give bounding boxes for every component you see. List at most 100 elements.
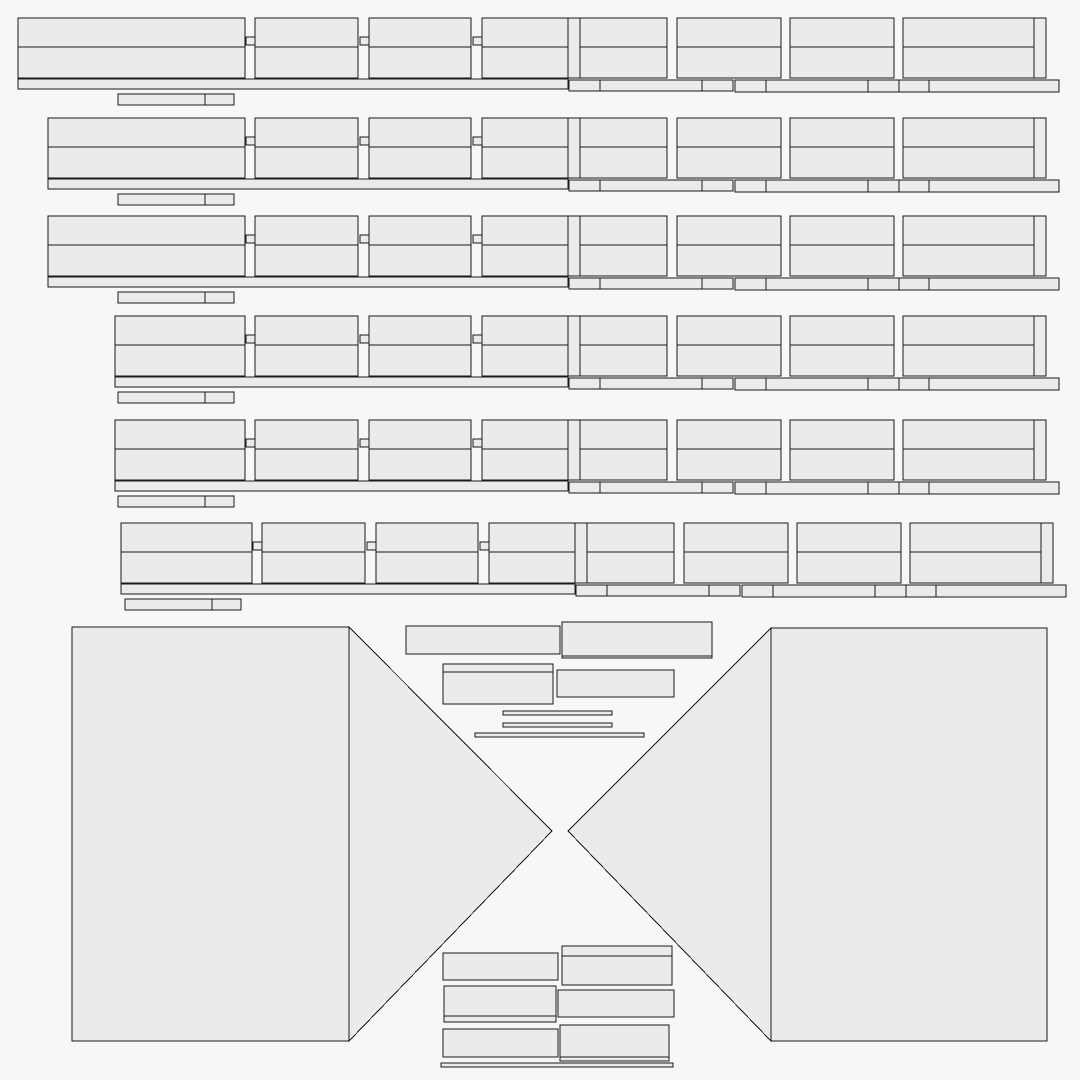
panel-notch-tab <box>472 36 483 46</box>
shelf-rail-left <box>17 78 569 90</box>
shelf-row <box>114 419 1060 508</box>
bottom-strip <box>557 989 675 1018</box>
shelf-panel-right <box>676 117 782 179</box>
panel-notch-tab <box>479 541 490 551</box>
shelf-panel-small <box>481 419 569 481</box>
shelf-panel-wide <box>47 117 246 179</box>
shelf-separator <box>567 315 581 377</box>
panel-notch-tab <box>359 36 370 46</box>
shelf-panel-wide <box>47 215 246 277</box>
shelf-tag-strip <box>117 291 235 304</box>
side-panel-left <box>71 626 350 1042</box>
side-panel-left-triangle <box>348 625 553 1043</box>
shelf-panel-right <box>909 522 1043 584</box>
panel-notch-tab <box>252 541 263 551</box>
shelf-panel-right <box>676 17 782 79</box>
panel-notch-tab <box>472 334 483 344</box>
middle-strip-islands <box>405 621 713 738</box>
mid-strip <box>556 669 675 698</box>
panel-notch-tab <box>366 541 377 551</box>
shelf-tag-strip <box>117 391 235 404</box>
shelf-panel-small <box>368 419 472 481</box>
shelf-separator <box>574 522 588 584</box>
large-side-panels <box>71 625 1048 1043</box>
shelf-panel-right <box>676 315 782 377</box>
shelf-end-cap <box>1033 17 1047 79</box>
shelf-panel-small <box>488 522 576 584</box>
shelf-panel-right <box>789 419 895 481</box>
shelf-rail-right <box>734 79 1060 93</box>
shelf-panel-right <box>586 522 675 584</box>
bottom-strip <box>442 952 559 981</box>
bottom-strip <box>561 945 673 986</box>
shelf-panel-small <box>368 17 472 79</box>
shelf-panel-small <box>254 117 359 179</box>
shelf-panel-small <box>481 215 569 277</box>
shelf-rail-right <box>741 584 1067 598</box>
shelf-rail-left <box>114 480 569 492</box>
shelf-rows <box>17 17 1067 611</box>
shelf-panel-right <box>902 419 1036 481</box>
shelf-panel-right <box>902 315 1036 377</box>
shelf-panel-right <box>676 419 782 481</box>
panel-notch-tab <box>359 136 370 146</box>
shelf-rail-right <box>734 179 1060 193</box>
shelf-separator <box>567 17 581 79</box>
panel-notch-tab <box>359 438 370 448</box>
shelf-panel-small <box>254 419 359 481</box>
shelf-row <box>114 315 1060 404</box>
side-panel-right-triangle <box>567 626 772 1043</box>
shelf-rail-left <box>47 178 569 190</box>
shelf-tag-strip <box>117 193 235 206</box>
bottom-strip <box>443 985 557 1023</box>
shelf-panel-right <box>789 215 895 277</box>
shelf-panel-right <box>902 215 1036 277</box>
shelf-panel-right <box>902 17 1036 79</box>
shelf-panel-wide <box>114 419 246 481</box>
shelf-panel-small <box>261 522 366 584</box>
shelf-panel-small <box>481 315 569 377</box>
shelf-tag-strip <box>124 598 242 611</box>
shelf-panel-small <box>481 117 569 179</box>
shelf-panel-right <box>789 17 895 79</box>
shelf-panel-right <box>683 522 789 584</box>
shelf-panel-small <box>368 315 472 377</box>
shelf-panel-small <box>375 522 479 584</box>
panel-notch-tab <box>245 438 256 448</box>
shelf-separator <box>567 117 581 179</box>
shelf-panel-right <box>902 117 1036 179</box>
shelf-panel-right <box>579 17 668 79</box>
mid-thin-strip <box>474 732 645 738</box>
shelf-end-cap <box>1033 215 1047 277</box>
shelf-separator <box>567 419 581 481</box>
shelf-rail-mid <box>568 79 734 92</box>
shelf-panel-right <box>789 117 895 179</box>
panel-notch-tab <box>245 136 256 146</box>
shelf-rail-mid <box>575 584 741 597</box>
bottom-strip <box>559 1024 670 1062</box>
shelf-end-cap <box>1040 522 1054 584</box>
shelf-panel-right <box>789 315 895 377</box>
shelf-end-cap <box>1033 117 1047 179</box>
shelf-rail-mid <box>568 481 734 494</box>
shelf-rail-left <box>114 376 569 388</box>
shelf-panel-small <box>254 315 359 377</box>
shelf-tag-strip <box>117 495 235 508</box>
shelf-separator <box>567 215 581 277</box>
shelf-panel-right <box>676 215 782 277</box>
mid-strip <box>561 621 713 659</box>
shelf-panel-right <box>579 419 668 481</box>
panel-notch-tab <box>472 234 483 244</box>
shelf-rail-right <box>734 481 1060 495</box>
shelf-row <box>120 522 1067 611</box>
shelf-end-cap <box>1033 315 1047 377</box>
shelf-panel-small <box>254 215 359 277</box>
shelf-panel-right <box>579 315 668 377</box>
panel-notch-tab <box>472 438 483 448</box>
panel-notch-tab <box>359 334 370 344</box>
shelf-end-cap <box>1033 419 1047 481</box>
shelf-panel-small <box>368 117 472 179</box>
panel-notch-tab <box>472 136 483 146</box>
shelf-row <box>17 17 1060 106</box>
